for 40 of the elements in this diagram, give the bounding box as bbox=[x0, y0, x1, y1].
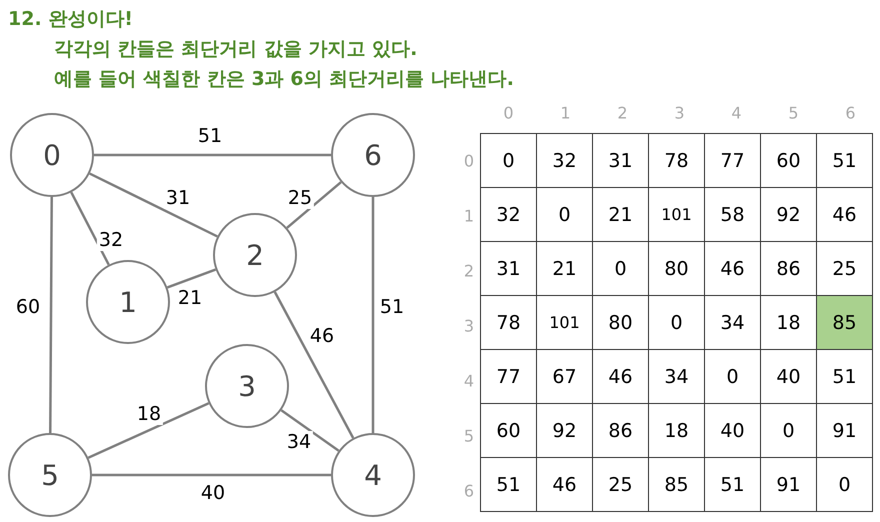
edge-line bbox=[89, 172, 218, 238]
row-header: 1 bbox=[464, 206, 474, 225]
edge-line bbox=[70, 192, 110, 266]
row-header: 6 bbox=[464, 481, 474, 500]
edge-line bbox=[274, 291, 354, 439]
node-label: 1 bbox=[119, 286, 137, 318]
node-label: 5 bbox=[41, 458, 59, 492]
row-header: 0 bbox=[464, 151, 474, 170]
edge-line bbox=[49, 196, 53, 434]
table-cell: 0 bbox=[816, 457, 873, 512]
row-header: 4 bbox=[464, 371, 474, 390]
edge-line bbox=[94, 154, 331, 156]
node-label: 6 bbox=[364, 138, 382, 172]
column-header: 4 bbox=[731, 104, 742, 122]
edge-line bbox=[166, 268, 216, 289]
edge-line bbox=[286, 181, 342, 229]
table-cell: 51 bbox=[480, 457, 537, 512]
instruction-text: 예를 들어 색칠한 칸은 3과 6의 최단거리를 나타낸다. bbox=[54, 67, 514, 92]
edge-line bbox=[92, 474, 331, 476]
node-label: 2 bbox=[246, 238, 264, 272]
row-header: 3 bbox=[464, 316, 474, 335]
column-header: 5 bbox=[788, 104, 799, 122]
column-header: 3 bbox=[674, 104, 685, 122]
table-cell: 0 bbox=[480, 133, 537, 188]
node-label: 3 bbox=[238, 370, 256, 402]
table-cell: 85 bbox=[816, 295, 873, 350]
row-header: 2 bbox=[464, 261, 474, 280]
edge-line bbox=[372, 197, 374, 433]
column-header: 0 bbox=[503, 104, 514, 122]
node-label: 0 bbox=[43, 138, 61, 172]
title: 12. 완성이다! bbox=[8, 7, 133, 32]
table-cell: 51 bbox=[816, 133, 873, 188]
column-header: 6 bbox=[845, 104, 856, 122]
node-label: 4 bbox=[364, 458, 382, 492]
edge-line bbox=[280, 409, 340, 452]
instruction-text: 각각의 칸들은 최단거리 값을 가지고 있다. bbox=[54, 37, 418, 62]
column-header: 2 bbox=[617, 104, 628, 122]
row-header: 5 bbox=[464, 426, 474, 445]
edge-line bbox=[88, 402, 210, 459]
column-header: 1 bbox=[560, 104, 571, 122]
